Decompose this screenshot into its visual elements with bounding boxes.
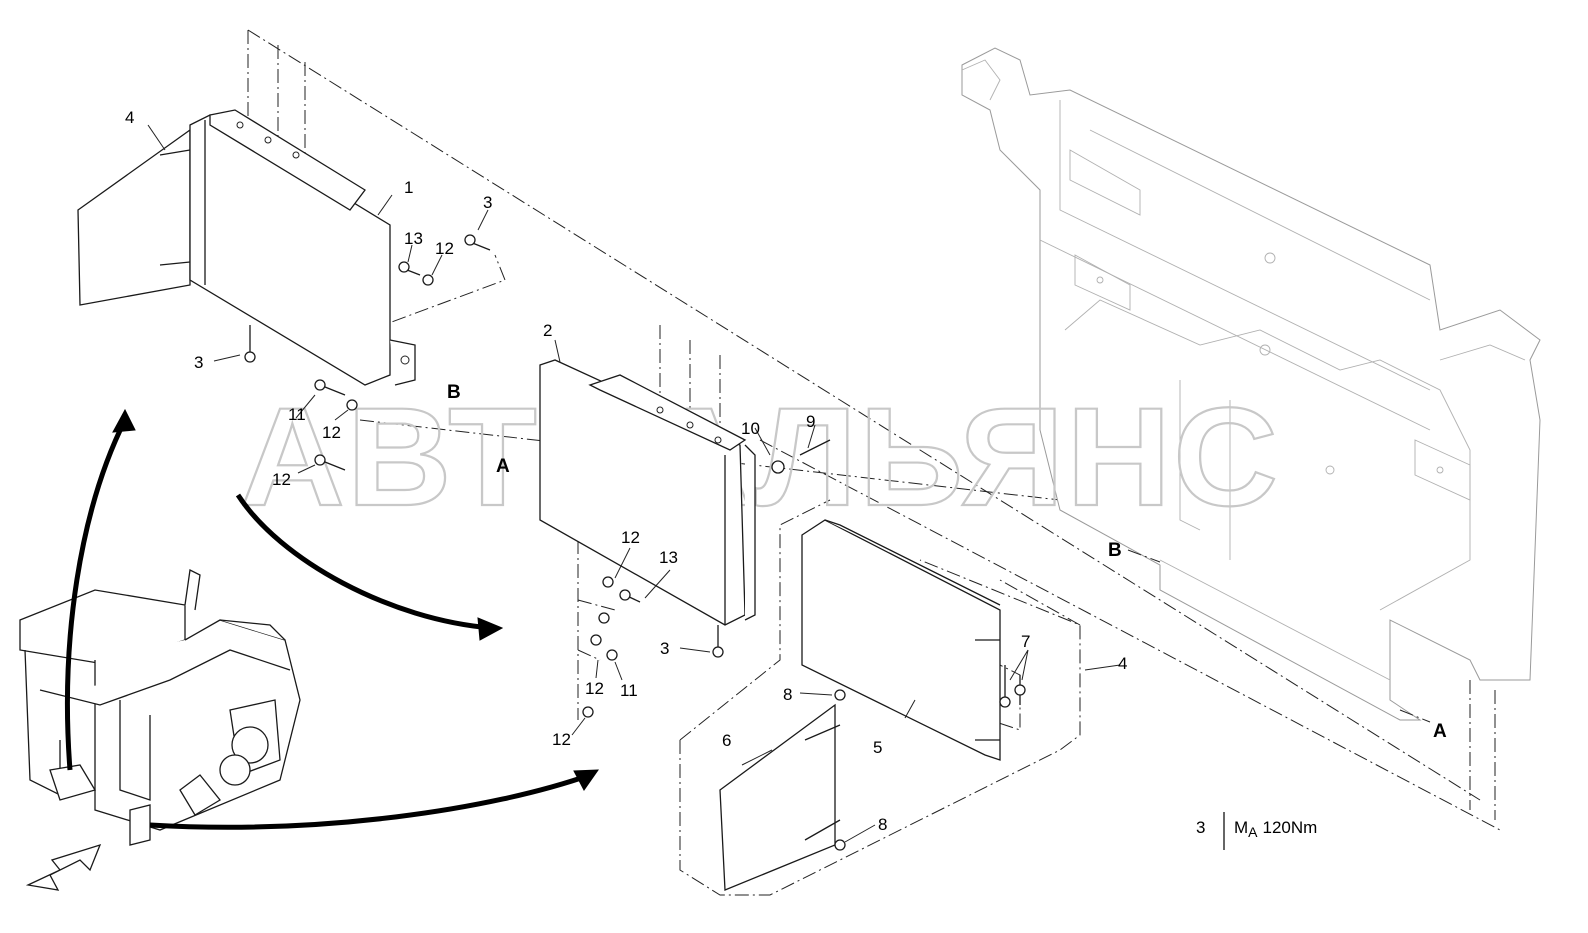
connector-labels: B A B A bbox=[447, 382, 1447, 742]
part-5-cover bbox=[801, 519, 1001, 761]
callout-5: 5 bbox=[873, 738, 882, 757]
torque-value: 120Nm bbox=[1263, 818, 1318, 837]
arrow-head-middle bbox=[477, 617, 504, 641]
connector-b-left: B bbox=[447, 382, 461, 403]
callout-3-middle: 3 bbox=[660, 639, 669, 658]
callout-9: 9 bbox=[806, 412, 815, 431]
callout-4-upper: 4 bbox=[125, 108, 134, 127]
watermark: АВТОАЛЬЯНС bbox=[240, 378, 1280, 535]
torque-note: 3 MA 120Nm bbox=[1196, 812, 1317, 850]
torque-item-number: 3 bbox=[1196, 818, 1205, 837]
callout-3-left: 3 bbox=[194, 353, 203, 372]
part-6-plate-lower bbox=[719, 703, 841, 891]
callout-2: 2 bbox=[543, 321, 552, 340]
callout-11-lower: 11 bbox=[620, 681, 638, 700]
callout-8-lower: 8 bbox=[878, 815, 887, 834]
callout-12-upper: 12 bbox=[435, 239, 454, 258]
connector-a-right: A bbox=[1433, 721, 1447, 742]
callout-6: 6 bbox=[722, 731, 731, 750]
callout-4-lower: 4 bbox=[1118, 654, 1127, 673]
callout-12-c: 12 bbox=[272, 470, 291, 489]
part-2-housing-middle bbox=[539, 359, 756, 626]
callout-13-lower: 13 bbox=[659, 548, 678, 567]
callout-3-right: 3 bbox=[483, 193, 492, 212]
callout-1: 1 bbox=[404, 178, 413, 197]
part-1-housing-upper bbox=[189, 109, 416, 386]
arrow-head-upper bbox=[112, 408, 136, 433]
pointer-arrows bbox=[65, 408, 599, 830]
part-4-plate-upper bbox=[77, 128, 191, 306]
connector-a-left: A bbox=[496, 456, 510, 477]
callout-12-e: 12 bbox=[585, 679, 604, 698]
callout-12-d: 12 bbox=[621, 528, 640, 547]
torque-label: MA 120Nm bbox=[1234, 818, 1317, 840]
callout-7: 7 bbox=[1021, 632, 1030, 651]
callout-11-upper: 11 bbox=[288, 405, 306, 424]
arrow-head-lower bbox=[573, 769, 599, 791]
callouts: 4 1 3 13 12 3 11 12 12 2 10 9 12 13 3 12… bbox=[125, 108, 1127, 834]
fasteners bbox=[244, 234, 1026, 851]
torque-subscript: A bbox=[1248, 824, 1258, 840]
callout-12-b: 12 bbox=[322, 423, 341, 442]
callout-10: 10 bbox=[741, 419, 760, 438]
torque-symbol: M bbox=[1234, 818, 1248, 837]
callout-8-upper: 8 bbox=[783, 685, 792, 704]
paver-machine bbox=[19, 569, 301, 891]
callout-12-f: 12 bbox=[552, 730, 571, 749]
callout-13-upper: 13 bbox=[404, 229, 423, 248]
machine-frame bbox=[961, 47, 1541, 721]
connector-b-right: B bbox=[1108, 540, 1122, 561]
leader-lines bbox=[147, 124, 1121, 843]
